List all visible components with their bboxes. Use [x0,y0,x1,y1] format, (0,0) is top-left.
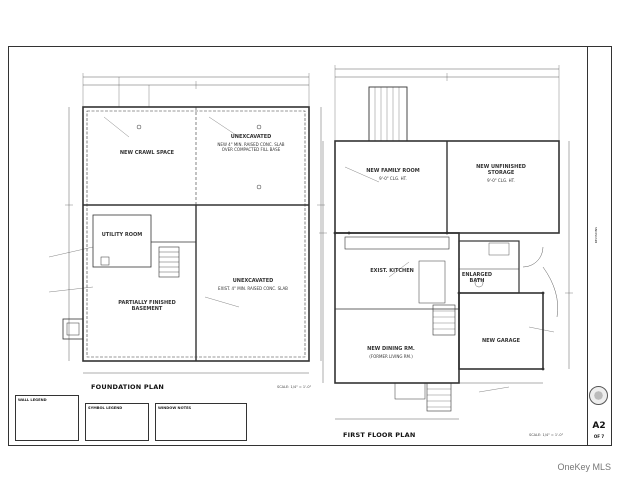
room-garage: NEW GARAGE [481,338,521,344]
room-crawl-space: NEW CRAWL SPACE [119,150,175,156]
room-bath: ENLARGED BATH [461,272,493,284]
plan-linework [48,65,573,420]
drawing-sheet: NEW CRAWL SPACE UNEXCAVATED NEW 4" MIN. … [8,46,612,446]
room-unexcavated-2: UNEXCAVATED [232,278,274,284]
title-block: REVISIONS A2 OF 7 [587,47,611,445]
wall-legend: WALL LEGEND [15,395,79,441]
window-notes: WINDOW NOTES [155,403,247,441]
room-unexcavated-1-note: NEW 4" MIN. RAISED CONC. SLAB OVER COMPA… [217,142,285,152]
room-kitchen: EXIST. KITCHEN [370,268,414,274]
symbol-legend: SYMBOL LEGEND [85,403,149,441]
first-floor-plan-title: FIRST FLOOR PLAN [343,431,416,439]
room-finished-basement: PARTIALLY FINISHED BASEMENT [118,300,176,312]
wall-legend-title: WALL LEGEND [18,398,47,402]
symbol-legend-title: SYMBOL LEGEND [88,406,123,410]
sheet-number: A2 [592,421,606,431]
room-unexcavated-2-note: EXIST. 4" MIN. RAISED CONC. SLAB [218,286,288,291]
room-family-ceiling: 9'-0" CLG. HT. [379,176,407,181]
room-unexcavated-1: UNEXCAVATED [230,134,272,140]
window-notes-title: WINDOW NOTES [158,406,192,410]
first-floor-plan-scale: SCALE: 1/4" = 1'-0" [529,433,564,437]
garage-outline [458,292,544,370]
existing-house-outline [334,232,460,384]
room-dining-note: (FORMER LIVING RM.) [369,354,413,359]
engineer-seal-icon [589,386,608,405]
room-dining: NEW DINING RM. [367,346,415,352]
room-utility: UTILITY ROOM [101,232,143,238]
foundation-plan-title: FOUNDATION PLAN [91,383,165,391]
room-storage-ceiling: 9'-0" CLG. HT. [487,178,515,183]
room-storage: NEW UNFINISHED STORAGE [476,164,526,176]
watermark: OneKey MLS [557,462,611,472]
room-family: NEW FAMILY ROOM [366,168,420,174]
revisions-label: REVISIONS [594,227,598,244]
sheet-count: OF 7 [593,434,605,439]
foundation-plan-scale: SCALE: 1/4" = 1'-0" [277,385,312,389]
